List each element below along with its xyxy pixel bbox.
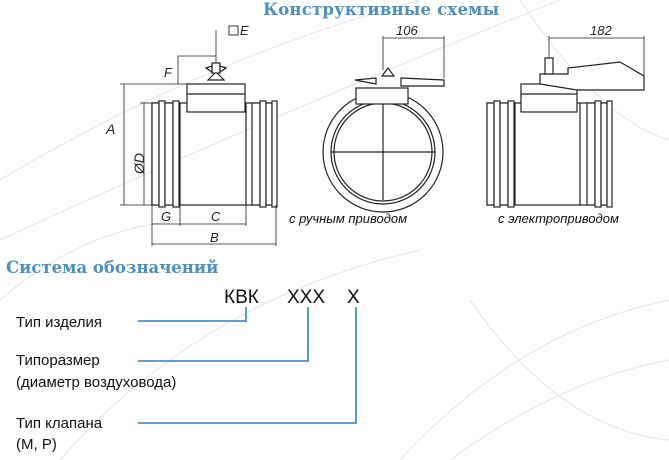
label-size-line1: Типоразмер <box>16 352 100 369</box>
label-valve-line2: (M, P) <box>16 436 57 453</box>
dim-c: C <box>211 209 221 224</box>
label-valve-line1: Тип клапана <box>16 415 103 432</box>
code-product: КВК <box>224 287 259 308</box>
dim-182: 182 <box>590 23 612 38</box>
dim-106: 106 <box>396 23 418 38</box>
code-type: X <box>347 287 360 308</box>
electric-drive-caption: с электроприводом <box>498 211 619 226</box>
dim-d: ØD <box>131 153 147 175</box>
schemes-heading: Конструктивные схемы <box>263 0 500 19</box>
designation-heading: Система обозначений <box>6 258 219 277</box>
code-size: XXX <box>287 287 326 308</box>
manual-drive-caption: с ручным приводом <box>289 211 408 226</box>
dim-g: G <box>161 209 171 224</box>
dim-b: B <box>210 230 219 245</box>
label-product-type: Тип изделия <box>16 314 102 331</box>
label-size-line2: (диаметр воздуховода) <box>16 374 177 391</box>
dim-a: A <box>105 121 115 137</box>
dim-f: F <box>164 65 173 80</box>
dim-e: E <box>240 23 249 38</box>
